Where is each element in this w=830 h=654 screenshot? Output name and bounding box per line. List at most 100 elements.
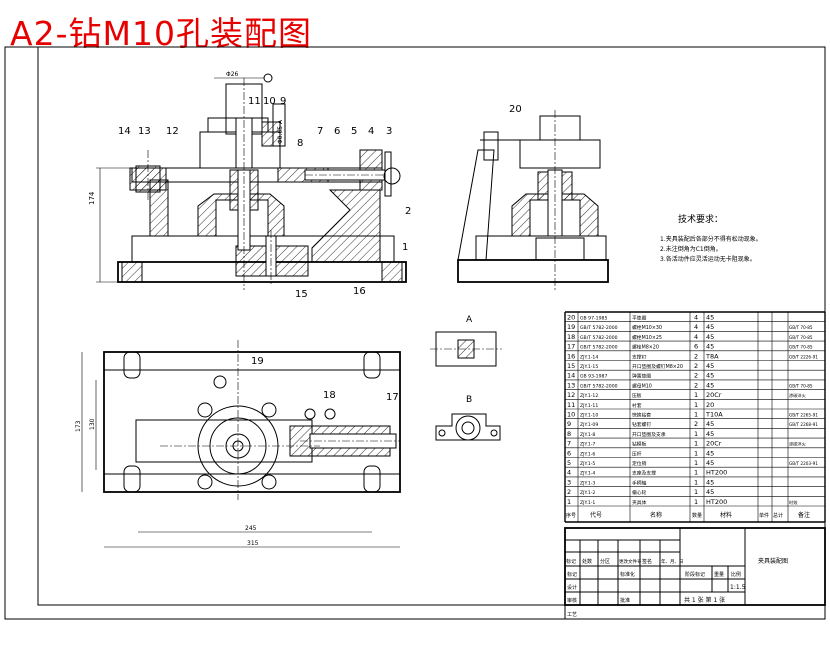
- top-view: 245 315 173 130: [75, 340, 401, 548]
- part-row-no: 8: [567, 430, 571, 438]
- part-row-note: 时效: [789, 499, 798, 506]
- part-row-code: ZJY.1-15: [580, 364, 598, 370]
- part-row-name: 手柄轴: [632, 479, 647, 486]
- part-label-18: 18: [323, 390, 336, 401]
- part-row-no: 16: [567, 352, 575, 360]
- part-row-qty: 1: [694, 459, 698, 467]
- part-row-material: 20Cr: [706, 440, 722, 448]
- part-label-5: 5: [351, 126, 357, 137]
- part-row-name: 钻模板: [632, 441, 647, 448]
- part-row-name: 支撑钉: [632, 353, 647, 360]
- tech-req-item-3: 3.各活动件应灵活运动无卡阻现象。: [660, 255, 756, 263]
- part-row-qty: 1: [694, 440, 698, 448]
- part-row-name: 弹簧垫圈: [632, 373, 651, 380]
- part-row-qty: 2: [694, 381, 698, 389]
- aux-view-b: B: [435, 395, 501, 441]
- part-row-no: 20: [567, 314, 575, 322]
- change-count-label: 处数: [582, 558, 592, 565]
- front-part-labels: 1 2 3 4 5 6 7 8 9 10 11 12 13 14 15 16: [118, 96, 411, 300]
- part-row-qty: 2: [694, 372, 698, 380]
- part-row-note: GB/T 2268-91: [789, 422, 818, 427]
- part-row-no: 10: [567, 411, 575, 419]
- part-row-material: 45: [706, 362, 714, 370]
- part-label-20: 20: [509, 104, 522, 115]
- part-row-name: 开口垫圈及支承: [632, 431, 666, 438]
- part-row-name: 平垫圈: [632, 315, 647, 322]
- part-label-2: 2: [405, 206, 411, 217]
- part-row-qty: 2: [694, 420, 698, 428]
- aux-view-a: A: [430, 315, 502, 367]
- tech-req-item-2: 2.未注倒角为C1倒角。: [660, 245, 722, 253]
- part-row-note: GB/T 2265-91: [789, 413, 818, 418]
- header-unit: 单件: [759, 512, 769, 519]
- part-row-no: 13: [567, 381, 575, 389]
- part-row-code: ZJY.1-5: [580, 461, 595, 467]
- front-section-view: 174 Φ26 Φ0.05 A: [88, 71, 407, 290]
- header-total: 总计: [773, 512, 783, 519]
- change-date-label: 年、月、日: [661, 558, 684, 565]
- part-label-13: 13: [138, 126, 151, 137]
- part-row-no: 9: [567, 420, 571, 428]
- part-row-name: 衬套: [632, 402, 642, 409]
- part-row-code: ZJY.1-6: [580, 451, 595, 457]
- part-row-qty: 1: [694, 498, 698, 506]
- scale-value: 1:1.5: [730, 584, 746, 591]
- part-row-material: 45: [706, 372, 714, 380]
- part-row-code: ZJY.1-2: [580, 490, 595, 496]
- part-row-name: 开口垫圈及螺钉M8×20: [632, 363, 683, 370]
- part-row-material: 45: [706, 459, 714, 467]
- ratio-label: 比例: [731, 571, 741, 578]
- part-row-no: 14: [567, 372, 575, 380]
- technical-requirements: 技术要求： 1.夹具装配后各部分不得有松动现象。 2.未注倒角为C1倒角。 3.…: [660, 213, 762, 263]
- part-label-17: 17: [386, 392, 399, 403]
- stage-mark-label: 阶段标记: [685, 571, 705, 578]
- part-row-no: 6: [567, 449, 571, 457]
- header-name: 名称: [650, 511, 662, 519]
- change-sign-label: 签名: [642, 558, 652, 565]
- part-row-no: 1: [567, 498, 571, 506]
- part-row-no: 11: [567, 401, 575, 409]
- view-a-label: A: [466, 315, 473, 325]
- part-row-material: 45: [706, 381, 714, 389]
- row-label-process: 工艺: [567, 612, 577, 618]
- change-mark-label: 标记: [566, 558, 576, 565]
- part-row-no: 5: [567, 459, 571, 467]
- part-row-material: 45: [706, 314, 714, 322]
- part-row-qty: 1: [694, 478, 698, 486]
- part-row-note: 渗碳淬火: [789, 441, 807, 448]
- header-qty: 数量: [692, 512, 702, 519]
- change-zone-label: 分区: [600, 558, 610, 565]
- part-label-19: 19: [251, 356, 264, 367]
- part-label-7: 7: [317, 126, 323, 137]
- part-row-note: GB/T 70-85: [789, 383, 813, 388]
- part-row-note: GB/T 70-85: [789, 325, 813, 330]
- part-row-no: 7: [567, 440, 571, 448]
- part-label-9: 9: [280, 96, 286, 107]
- part-row-no: 15: [567, 362, 575, 370]
- part-row-qty: 1: [694, 411, 698, 419]
- side-view: [457, 110, 609, 290]
- part-row-name: 夹具体: [632, 499, 647, 506]
- row-label-design: 设计: [567, 584, 577, 591]
- title-block: 夹具装配图 1:1.5 共 1 张 第 1 张 阶段标记 重量 比例 标记 处数…: [564, 527, 826, 619]
- part-row-code: ZJY.1-14: [580, 354, 598, 360]
- part-row-no: 2: [567, 488, 571, 496]
- part-row-material: 45: [706, 323, 714, 331]
- part-row-code: GB/T 5782-2000: [580, 325, 618, 331]
- part-row-note: 渗碳淬火: [789, 392, 807, 399]
- part-row-code: ZJY.1-4: [580, 471, 595, 477]
- row-label-mark: 标记: [567, 571, 577, 578]
- view-b-label: B: [466, 395, 472, 405]
- part-row-note: GB/T 2226-91: [789, 354, 818, 359]
- header-remark: 备注: [798, 511, 810, 519]
- part-row-name: 支座及支撑: [632, 470, 656, 477]
- part-label-12: 12: [166, 126, 179, 137]
- part-row-code: GB 93-1987: [580, 374, 607, 380]
- part-row-material: T8A: [705, 352, 719, 360]
- tech-req-item-1: 1.夹具装配后各部分不得有松动现象。: [660, 235, 762, 243]
- part-row-material: 45: [706, 478, 714, 486]
- part-row-qty: 1: [694, 391, 698, 399]
- dim-top-outer-width: 315: [247, 540, 259, 547]
